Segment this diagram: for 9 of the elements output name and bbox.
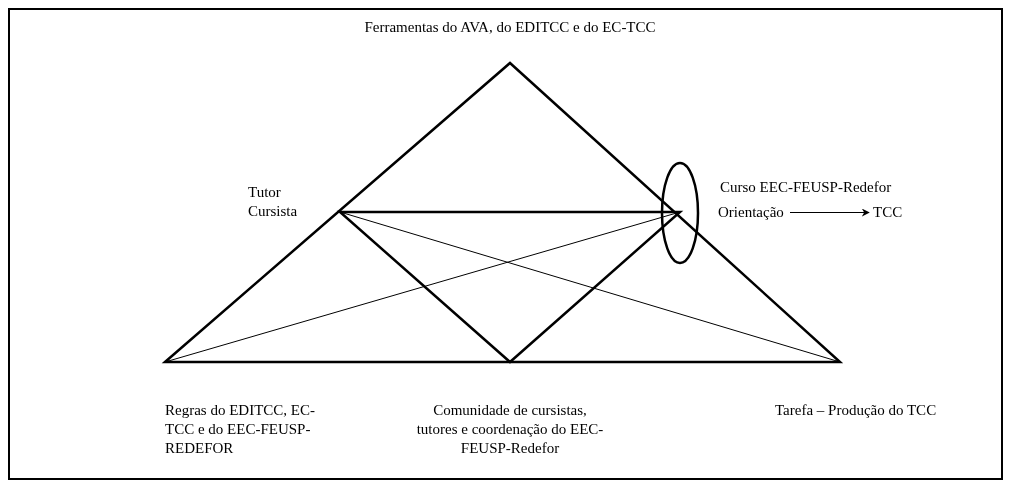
text-label: TCC — [873, 203, 903, 222]
vertex-label: Curso EEC-FEUSP-Redefor — [720, 178, 893, 197]
vertex-label: Tarefa – Produção do TCC — [775, 401, 938, 420]
vertex-label: Tutor Cursista — [248, 183, 299, 221]
arrow — [789, 208, 870, 217]
vertex-label: Regras do EDITCC, EC-TCC e do EEC-FEUSP-REDEFOR — [165, 401, 316, 458]
text-label: Orientação — [718, 203, 784, 222]
vertex-label: Ferramentas do AVA, do EDITCC e do EC-TCC — [363, 18, 657, 37]
vertex-label: Comunidade de cursistas, tutores e coordenação do EEC-FEUSP-Redefor — [415, 401, 605, 458]
